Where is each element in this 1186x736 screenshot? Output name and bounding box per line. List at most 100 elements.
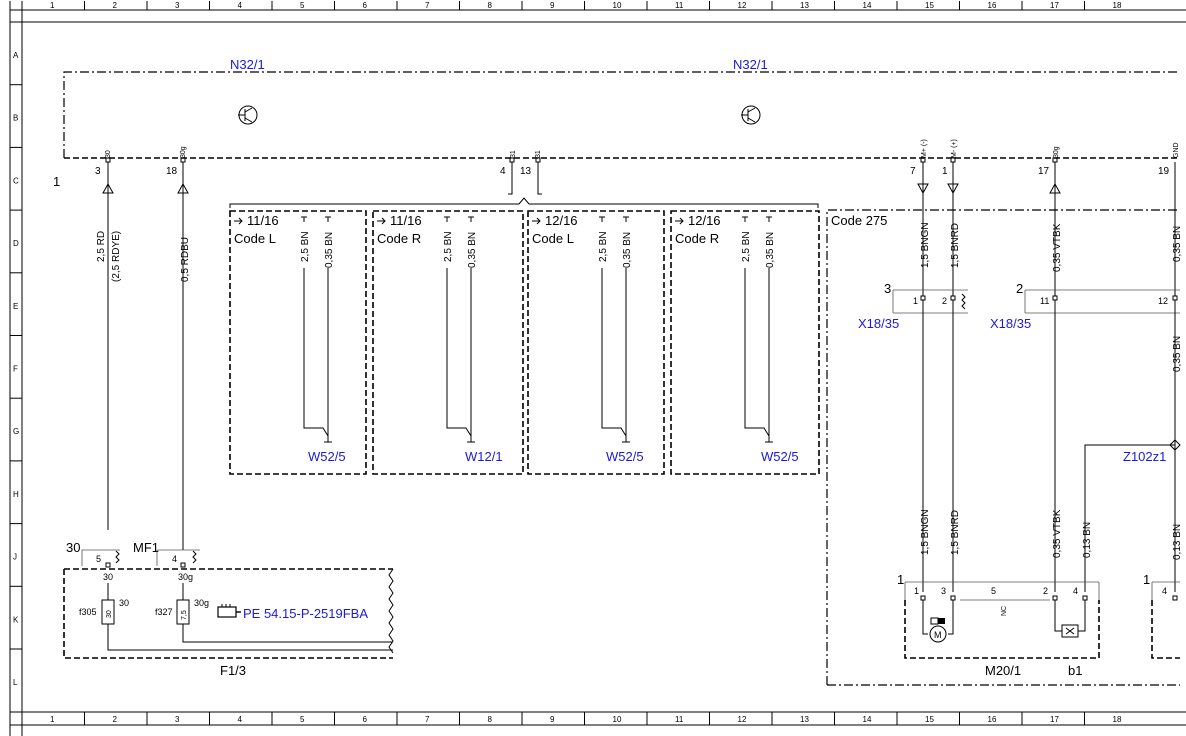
transistor-icon [741,105,761,125]
motor-icon [929,625,947,643]
n32-connector-number: 1 [53,174,60,189]
row-index: A [13,51,19,60]
column-index: 6 [363,715,368,724]
connector-number: 1 [897,572,904,587]
column-index: 16 [988,1,997,10]
column-index: 17 [1050,715,1059,724]
nc-label: NC [1001,606,1008,616]
code-label: Code R [675,231,719,246]
row-index: K [13,615,19,624]
x18-connector-b: 2 11 12 X18/35 [990,281,1180,331]
pin-number: 3 [95,166,101,177]
wire-label: 0,35 VTBK [1052,509,1063,558]
mf1-connector: 30 MF1 5 4 [66,540,200,568]
column-index: 8 [488,1,493,10]
wire-label: 0,13 BN [1172,524,1183,560]
pin-label: M- (+) [951,139,958,158]
column-index: 2 [113,1,118,10]
pin-number: 1 [942,166,948,177]
pin-number: 19 [1158,166,1170,177]
pin-label: GND [1173,142,1180,158]
connector-number: 2 [1016,281,1023,296]
n32-pin-30g-right: 30g 17 [1038,146,1061,296]
column-index: 5 [300,715,305,724]
drawing-frame: 1122334455667788991010111112121313141415… [9,1,1186,736]
n32-pin-31a: 31 4 [500,150,517,195]
pin-number: 13 [520,166,532,177]
column-index: 3 [175,1,180,10]
hand-pointer-icon [217,604,241,618]
ground-point-label: W52/5 [761,449,799,464]
pin-number: 5 [991,586,996,596]
column-index: 5 [300,1,305,10]
wire-label: 0,35 BN [467,232,478,268]
column-index: 11 [675,715,684,724]
pin-number: 17 [1038,166,1050,177]
column-index: 11 [675,1,684,10]
column-index: 13 [800,715,809,724]
wire-label: 0,35 BN [1172,336,1183,372]
wire-label: 2,5 BN [300,231,311,262]
m20-label: M20/1 [985,663,1021,678]
pe-reference-link[interactable]: PE 54.15-P-2519FBA [243,606,368,621]
column-index: 12 [738,1,747,10]
wire-label: (2,5 RDYE) [111,231,122,282]
splice-icon [1169,439,1181,451]
ground-point-label: W52/5 [606,449,644,464]
pin-number: 2 [942,296,947,306]
column-index: 3 [175,715,180,724]
wire-label: 0,5 RDBU [180,237,191,282]
column-index: 2 [113,715,118,724]
column-index: 4 [238,1,243,10]
code-bracket [229,197,819,208]
wire-label: 0,35 BN [622,232,633,268]
pin-label: 31 [535,150,542,158]
code-275-label: Code 275 [831,213,887,228]
column-index: 18 [1113,715,1122,724]
pin-number: 1 [913,296,918,306]
row-index: F [13,365,18,374]
x18-label: X18/35 [990,316,1031,331]
wire-label: 2,5 BN [741,231,752,262]
column-index: 12 [738,715,747,724]
column-index: 14 [863,715,872,724]
transistor-icon [238,105,258,125]
sensor-icon [1061,624,1079,638]
column-index: 4 [238,715,243,724]
column-index: 17 [1050,1,1059,10]
code-275-region: Code 275 [826,209,1180,686]
pin-label: 30g [180,146,187,158]
motor-letter: M [934,630,942,640]
wire-label: 0,13 BN [1082,522,1093,558]
pin-number: 4 [172,554,177,564]
column-index: 18 [1113,1,1122,10]
arrow-icon [675,217,684,225]
code-ref: 12/16 [545,213,578,228]
n32-pin-gnd: GND 19 [1158,142,1180,296]
wire-label: 0,35 BN [765,232,776,268]
pin-number: 2 [1043,586,1048,596]
row-index: H [13,490,19,499]
row-index: D [13,239,19,248]
row-index: E [13,302,18,311]
column-index: 13 [800,1,809,10]
m20-module: 1 1 3 5 2 4 NC M M20/1 b1 [897,572,1100,678]
code-ref: 11/16 [247,213,279,228]
n32-pin-31b: 31 13 [520,150,542,195]
pin-number: 5 [96,554,101,564]
row-index: G [13,427,19,436]
x18-label: X18/35 [858,316,899,331]
column-index: 1 [50,715,55,724]
n32-module: N32/1 N32/1 1 [53,57,1180,189]
column-index: 1 [50,1,55,10]
connector-number: 1 [1143,572,1150,587]
column-index: 10 [613,1,622,10]
wire-label: 1,5 BNRD [950,510,961,555]
code-ref: 12/16 [688,213,721,228]
pin-label: M+ (-) [921,139,928,158]
wire-label: 2,5 RD [96,231,107,262]
n32-label-right: N32/1 [733,57,768,72]
